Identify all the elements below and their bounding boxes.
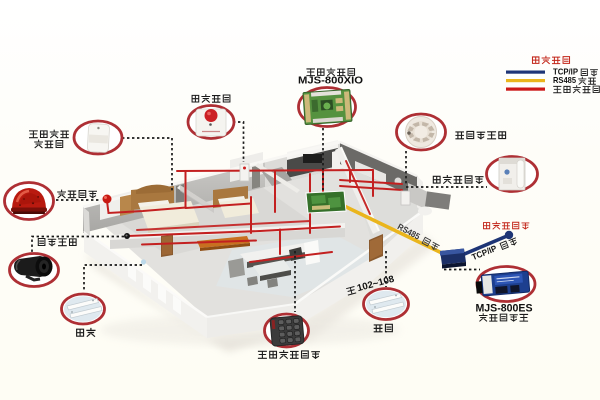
svg-text:RS485: RS485 (553, 75, 576, 85)
svg-text:MJS-800ES: MJS-800ES (476, 302, 533, 314)
svg-text:TCP/IP: TCP/IP (553, 67, 578, 77)
svg-text:MJS-800XIO: MJS-800XIO (298, 74, 363, 86)
